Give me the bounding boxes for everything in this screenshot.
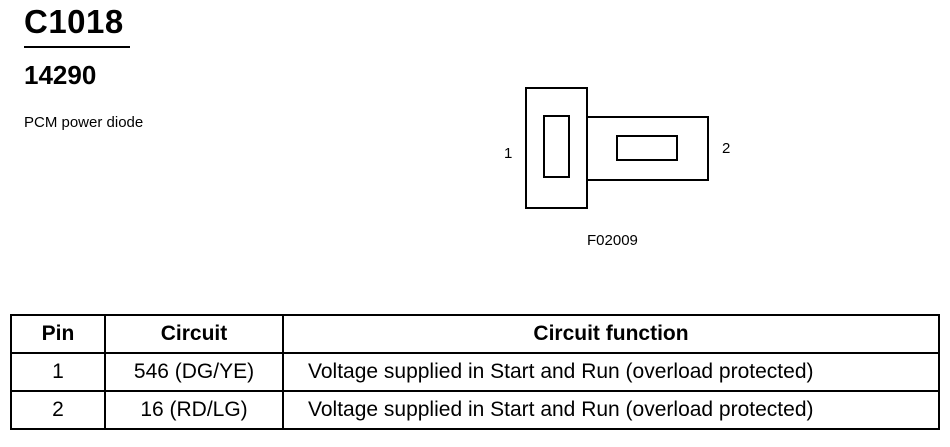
table-row: 2 16 (RD/LG) Voltage supplied in Start a… bbox=[10, 390, 940, 430]
cell-circuit-function: Voltage supplied in Start and Run (overl… bbox=[282, 390, 940, 430]
header-pin: Pin bbox=[10, 314, 106, 354]
part-number: 14290 bbox=[24, 60, 97, 90]
cell-circuit: 546 (DG/YE) bbox=[104, 352, 284, 392]
connector-extension bbox=[587, 116, 709, 181]
pin-1-label: 1 bbox=[504, 145, 512, 162]
pin-1-terminal bbox=[543, 115, 570, 178]
cell-circuit: 16 (RD/LG) bbox=[104, 390, 284, 430]
table-row: 1 546 (DG/YE) Voltage supplied in Start … bbox=[10, 352, 940, 392]
pin-table: Pin Circuit Circuit function 1 546 (DG/Y… bbox=[10, 314, 940, 430]
header-circuit-function: Circuit function bbox=[282, 314, 940, 354]
pin-2-label: 2 bbox=[722, 140, 730, 157]
header-circuit: Circuit bbox=[104, 314, 284, 354]
cell-circuit-function: Voltage supplied in Start and Run (overl… bbox=[282, 352, 940, 392]
figure-code: F02009 bbox=[587, 232, 638, 249]
pin-2-terminal bbox=[616, 135, 678, 161]
connector-description: PCM power diode bbox=[24, 114, 144, 131]
title-underline bbox=[24, 46, 130, 48]
connector-body bbox=[525, 87, 588, 209]
cell-pin: 1 bbox=[10, 352, 106, 392]
cell-pin: 2 bbox=[10, 390, 106, 430]
connector-id: C1018 bbox=[24, 3, 124, 40]
table-header-row: Pin Circuit Circuit function bbox=[10, 314, 940, 354]
